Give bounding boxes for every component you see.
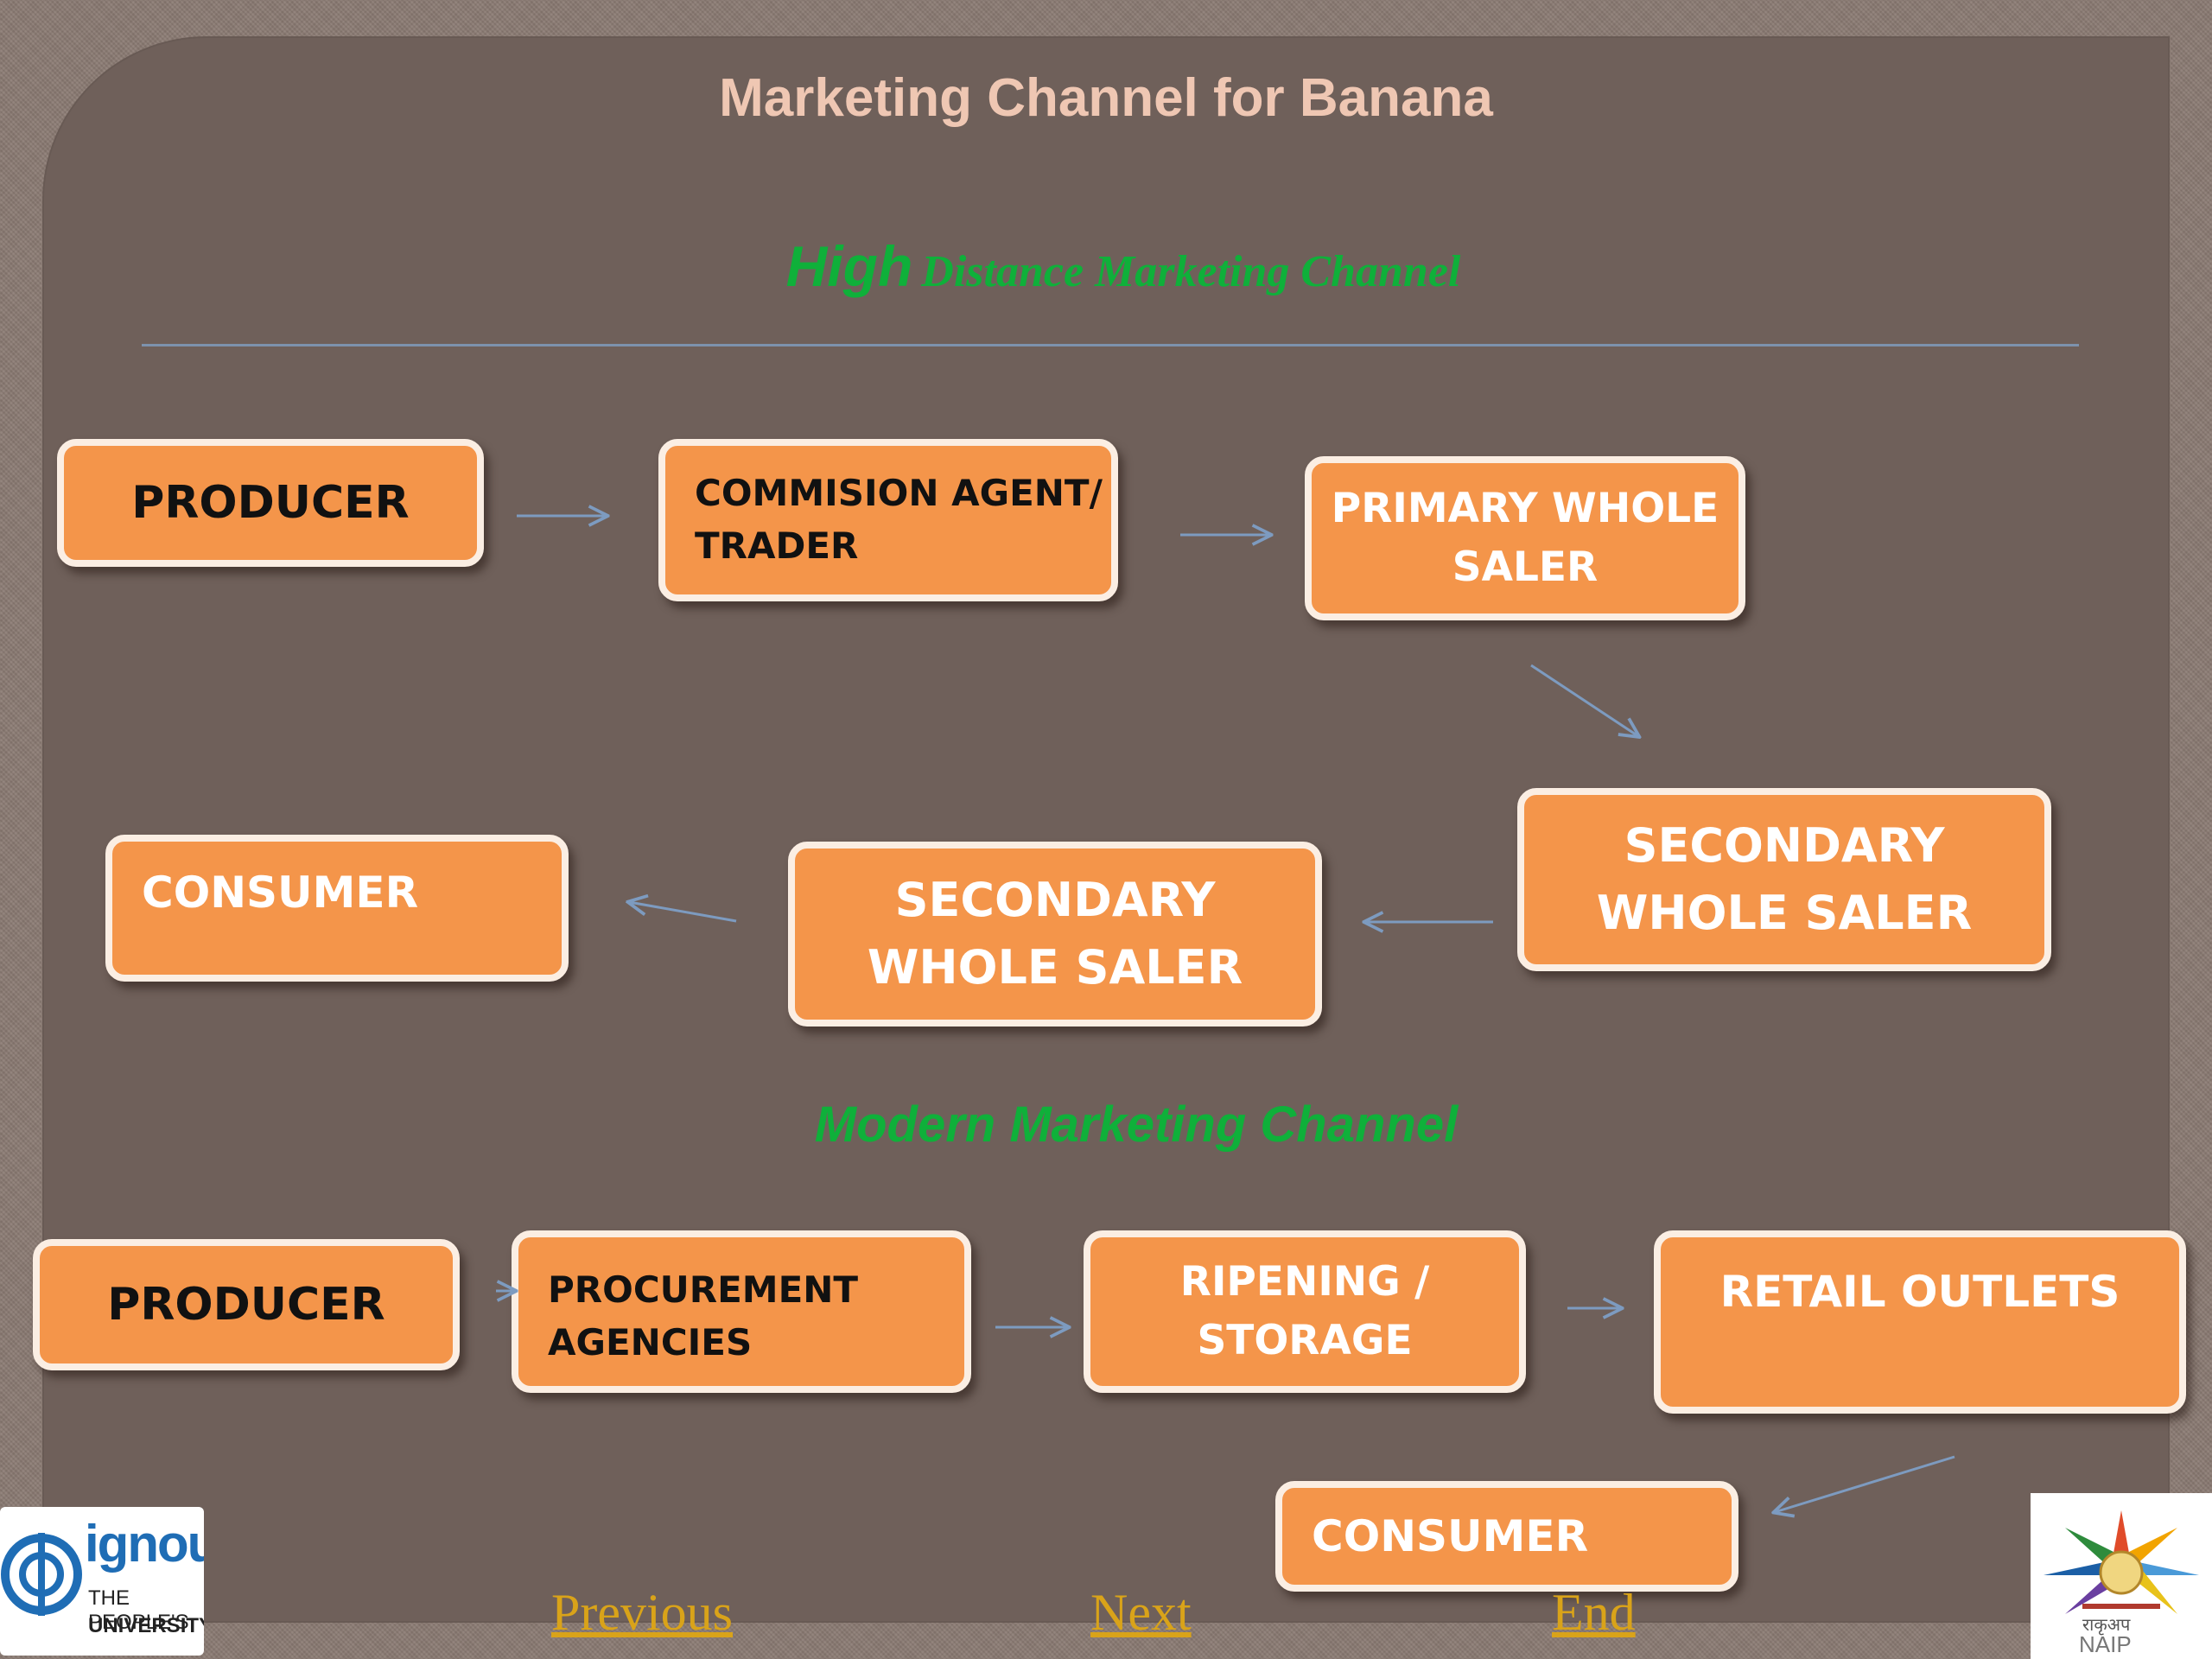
naip-logo: राकृअप NAIP [2031,1493,2212,1659]
node-commission-agent: COMMISION AGENT/ TRADER [658,439,1118,601]
node-label-line2: SALER [1452,543,1599,591]
node-label-line2: WHOLE SALER [1596,886,1973,940]
node-label-line1: COMMISION AGENT/ [695,472,1103,514]
node-label-line1: SECONDARY [894,873,1216,927]
node-procurement-agencies: PROCUREMENT AGENCIES [512,1230,971,1393]
end-link[interactable]: End [1552,1584,1636,1641]
ignou-emblem-icon [1,1533,82,1616]
node-retail-outlets: RETAIL OUTLETS [1654,1230,2186,1414]
next-link[interactable]: Next [1090,1584,1192,1641]
node-modern-consumer: CONSUMER [1275,1481,1738,1592]
node-label-line1: PRIMARY WHOLE [1331,485,1719,532]
node-ripening-storage: RIPENING / STORAGE [1084,1230,1526,1393]
node-label: CONSUMER [1312,1511,1589,1561]
ignou-wordmark: ignou [85,1515,204,1573]
naip-name: NAIP [2079,1631,2132,1657]
node-producer: PRODUCER [57,439,484,567]
node-label-line1: RIPENING / [1179,1258,1430,1306]
node-primary-wholesaler: PRIMARY WHOLE SALER [1305,456,1745,620]
previous-link[interactable]: Previous [551,1584,733,1641]
node-label: PRODUCER [107,1279,385,1331]
node-modern-producer: PRODUCER [33,1239,460,1370]
section-heading-prefix: High [785,234,913,298]
divider-line [142,344,2079,346]
slide-title: Marketing Channel for Banana [719,68,1493,128]
ignou-tagline-line1: THE PEOPLE'S [88,1586,189,1634]
node-label-line1: SECONDARY [1624,818,1945,873]
ignou-tagline-line2: UNIVERSITY [88,1614,204,1637]
node-label-line2: TRADER [695,524,859,567]
node-secondary-wholesaler-middle: SECONDARY WHOLE SALER [788,842,1322,1027]
node-label: RETAIL OUTLETS [1719,1267,2120,1317]
node-consumer: CONSUMER [105,835,569,982]
naip-script-text: राकृअप [2082,1614,2131,1635]
section-heading-modern: Modern Marketing Channel [814,1096,1459,1153]
node-label-line2: WHOLE SALER [867,940,1243,995]
ignou-logo: ignou THE PEOPLE'S UNIVERSITY [0,1507,204,1656]
arrow-secondary-to-consumer [629,902,737,923]
node-label-line2: AGENCIES [548,1321,753,1363]
naip-star-emblem-icon [2044,1510,2199,1614]
node-label: PRODUCER [131,477,410,529]
arrow-retail-to-consumer [1775,1455,1955,1512]
node-label-line2: STORAGE [1197,1317,1413,1364]
arrow-primary-to-secondary [1530,664,1638,736]
node-label: CONSUMER [142,868,419,918]
section-heading-rest: Distance Marketing Channel [921,247,1461,296]
node-secondary-wholesaler-right: SECONDARY WHOLE SALER [1517,788,2051,971]
node-label-line1: PROCUREMENT [548,1268,859,1311]
